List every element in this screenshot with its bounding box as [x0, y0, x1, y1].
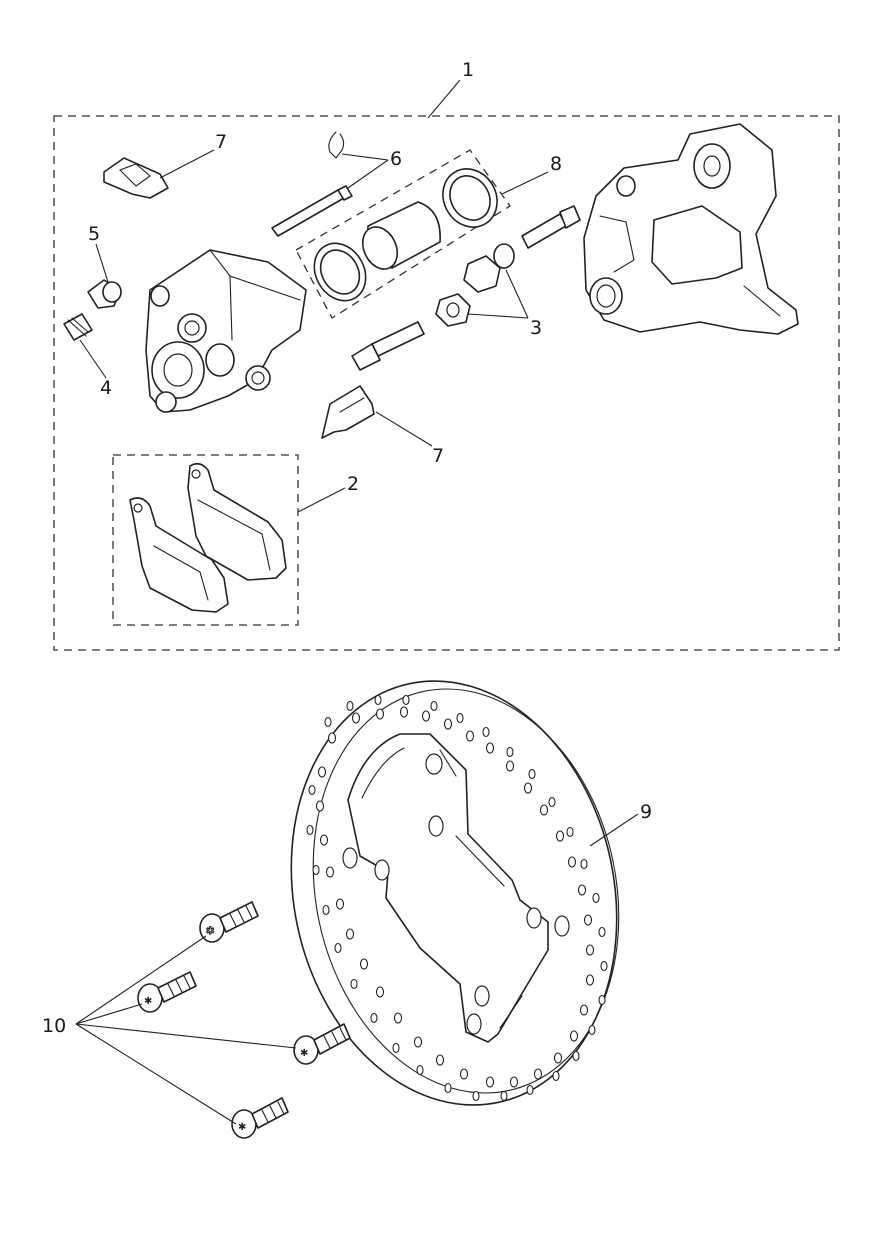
callout-1: 1 [462, 59, 474, 81]
callout-9: 9 [640, 801, 652, 823]
callout-5: 5 [88, 223, 100, 245]
bleed-cap [87, 279, 122, 309]
callout-6: 6 [390, 148, 402, 170]
piston-seal-inner [313, 242, 367, 302]
nut [435, 293, 471, 327]
brake-disc [290, 680, 620, 1106]
svg-text:✱: ✱ [144, 996, 152, 1007]
disc-bolt-4: ✱ [231, 1097, 289, 1139]
bleed-bolt [463, 243, 515, 293]
callout-3: 3 [530, 317, 542, 339]
callout-2: 2 [347, 473, 359, 495]
svg-text:✱: ✱ [300, 1048, 308, 1059]
disc-bolt-2: ✱ [137, 971, 197, 1013]
slide-pin-upper [521, 205, 581, 249]
split-pin [328, 131, 345, 159]
callout-7-top: 7 [215, 131, 227, 153]
disc-bolt-3: ✱ [293, 1023, 351, 1065]
kit-boundary-1 [53, 115, 840, 651]
caliper-carrier-bracket [583, 123, 799, 335]
pad-spring-clip-bottom [321, 385, 375, 439]
pad-pin [271, 185, 353, 237]
caliper-body [145, 249, 307, 413]
svg-text:✱: ✱ [238, 1122, 246, 1133]
seal-kit-boundary-8 [295, 149, 511, 319]
callout-4: 4 [100, 377, 112, 399]
disc-bolt-1: ✱ [199, 901, 259, 943]
brake-pad-front [129, 497, 229, 613]
disc-drill-holes [306, 694, 608, 1102]
svg-text:✱: ✱ [206, 926, 214, 937]
callout-7-bottom: 7 [432, 445, 444, 467]
pad-spring-clip-top [103, 157, 169, 199]
brake-pad-rear [187, 462, 287, 581]
callout-8: 8 [550, 153, 562, 175]
pads-kit-boundary-2 [112, 454, 299, 626]
bleed-nipple [63, 313, 93, 341]
piston [361, 201, 441, 270]
piston-seal-outer [442, 168, 498, 228]
slide-pin-lower [351, 321, 425, 371]
callout-10: 10 [42, 1015, 66, 1037]
